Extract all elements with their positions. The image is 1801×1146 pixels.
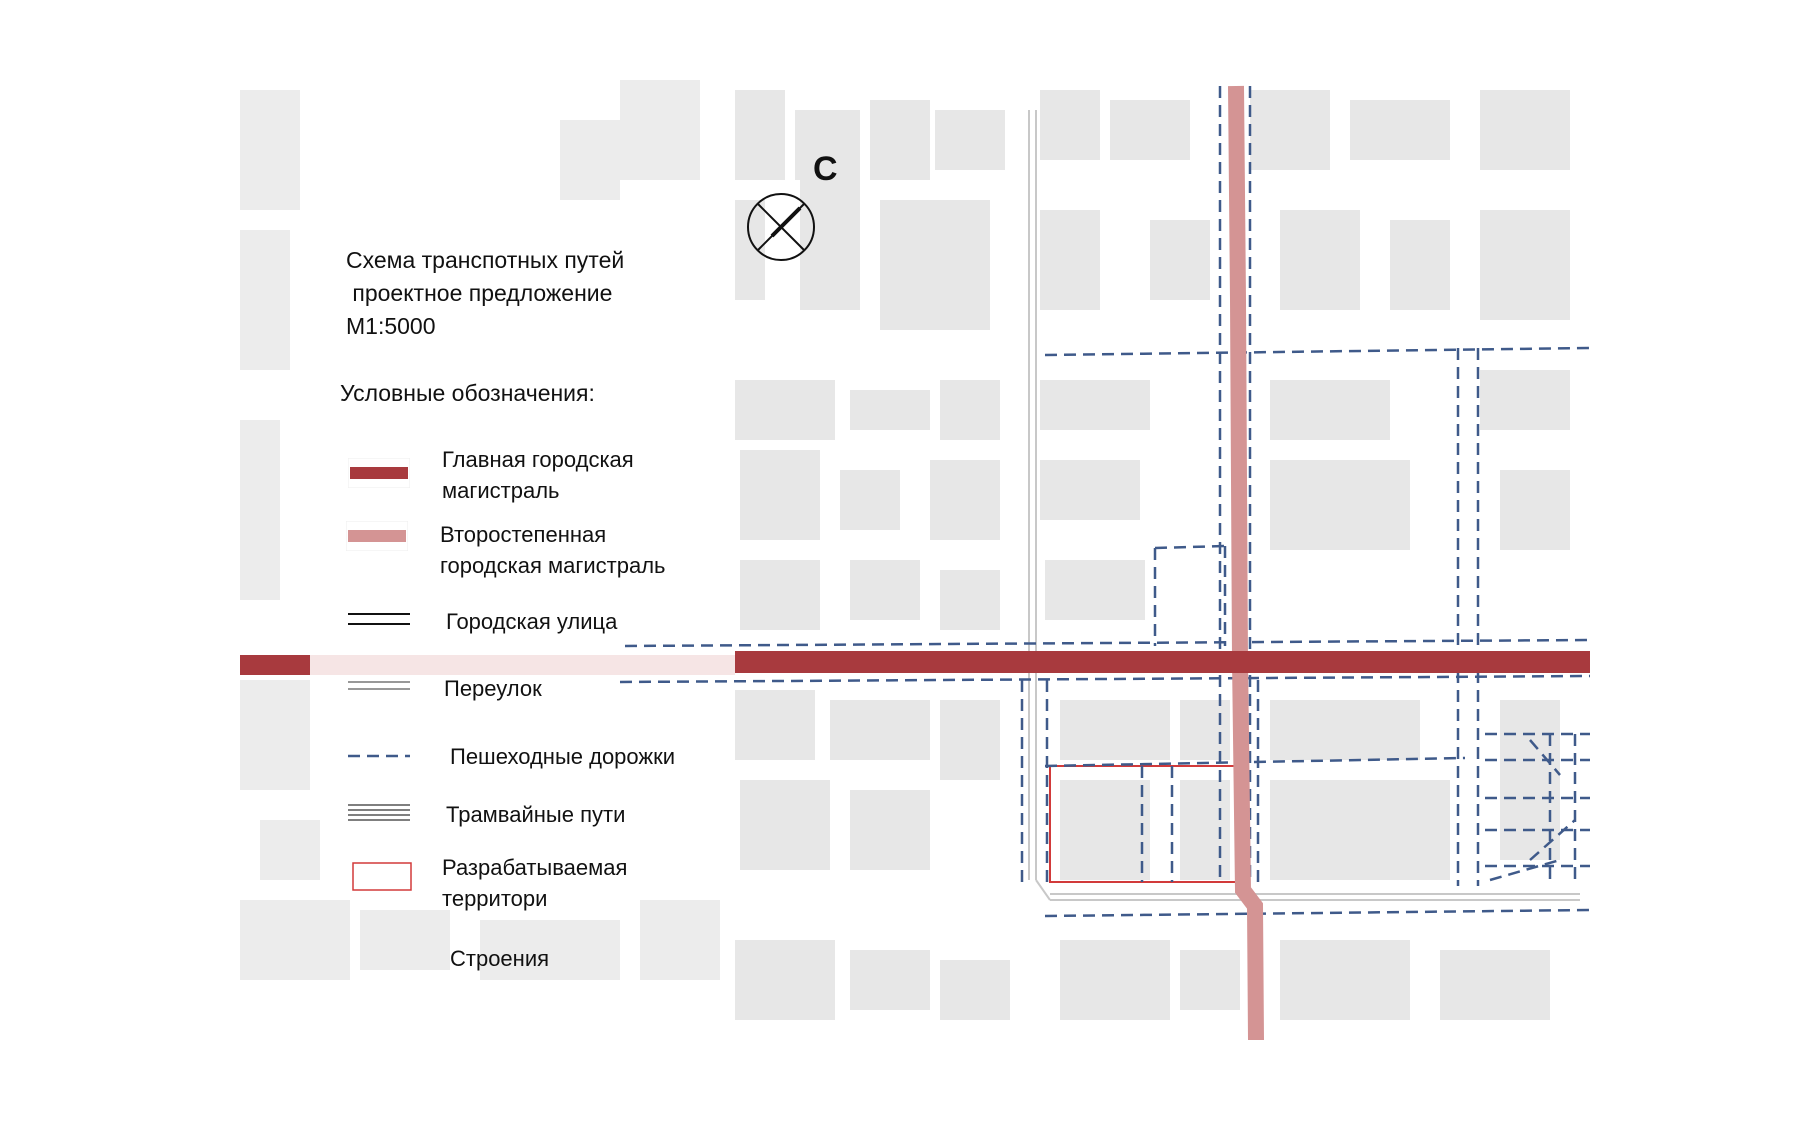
legend-heading: Условные обозначения: [340, 380, 595, 406]
buildings-left [240, 80, 720, 980]
legend-label-secondary-road: Второстепенная городская магистраль [440, 522, 666, 578]
legend-swatch-pedestrian [348, 754, 410, 758]
legend-swatch-lane [348, 681, 410, 690]
legend-label-city-street: Городская улица [446, 609, 618, 634]
secondary-road [1228, 85, 1264, 1041]
legend-label-main-road: Главная городская магистраль [442, 447, 634, 503]
compass-north-letter: С [813, 150, 838, 188]
buildings-right [735, 90, 1570, 1020]
title-line-3: М1:5000 [346, 313, 436, 339]
pedestrian-paths [619, 86, 1591, 918]
title-line-1: Схема транспотных путей [346, 247, 625, 273]
legend-label-tram: Трамвайные пути [446, 802, 626, 827]
legend-swatch-secondary-road [346, 521, 408, 551]
legend-label-pedestrian: Пешеходные дорожки [450, 744, 676, 769]
compass-icon [747, 193, 815, 261]
legend-swatch-territory [352, 862, 412, 891]
legend-swatch-city-street [348, 613, 410, 625]
legend-label-territory: Разрабатываемая территори [442, 855, 628, 911]
title-line-2: проектное предложение [346, 280, 613, 306]
legend-label-buildings: Строения [450, 946, 550, 971]
map-title: Схема транспотных путей проектное предло… [346, 244, 624, 343]
legend-swatch-main-road [348, 458, 410, 488]
legend-label-lane: Переулок [444, 676, 542, 701]
main-road [240, 651, 1590, 675]
legend-swatch-tram [348, 804, 410, 821]
city-street-vertical [1028, 110, 1580, 901]
